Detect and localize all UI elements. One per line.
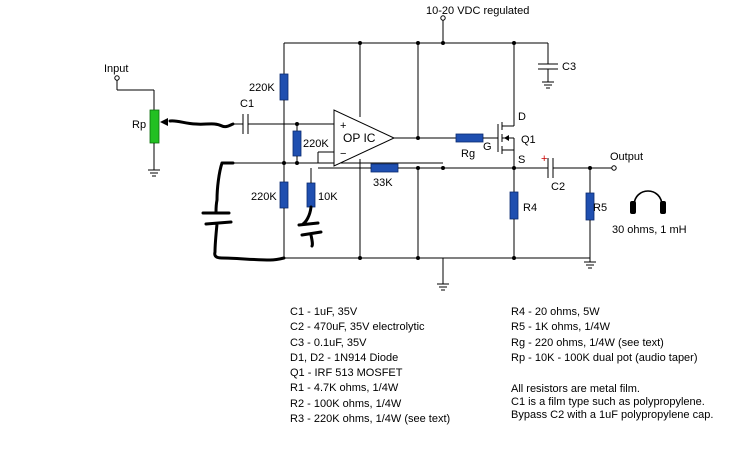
c3-capacitor bbox=[538, 43, 558, 89]
junction-dot bbox=[441, 41, 445, 45]
q1-mosfet bbox=[497, 43, 515, 192]
rp-label: Rp bbox=[132, 119, 146, 131]
r5-ground bbox=[584, 220, 596, 269]
rp-potentiometer bbox=[149, 109, 160, 144]
parts-list-item: C3 - 0.1uF, 35V bbox=[290, 336, 367, 349]
c3-label: C3 bbox=[562, 61, 576, 73]
r4-resistor bbox=[509, 191, 519, 220]
op-plus-label: + bbox=[340, 120, 346, 132]
output-terminal bbox=[611, 165, 617, 171]
note-line: C1 is a film type such as polypropylene. bbox=[511, 396, 705, 408]
parts-list-item: Rp - 10K - 100K dual pot (audio taper) bbox=[511, 351, 698, 364]
c2-label: C2 bbox=[551, 181, 565, 193]
supply-terminal bbox=[440, 15, 446, 43]
r-33k-resistor bbox=[370, 163, 399, 173]
hand-drawn-capacitor bbox=[201, 161, 286, 262]
r-10k-resistor bbox=[306, 182, 316, 208]
junction-dot bbox=[358, 256, 362, 260]
r-bias-bot-resistor bbox=[279, 181, 289, 209]
q1-label: Q1 bbox=[521, 134, 536, 146]
headphones-icon bbox=[630, 190, 666, 214]
c1-capacitor bbox=[233, 114, 334, 134]
hand-drawn-wire bbox=[168, 119, 235, 129]
parts-list-item: R3 - 220K ohms, 1/4W (see text) bbox=[290, 413, 451, 426]
parts-list-item: Q1 - IRF 513 MOSFET bbox=[290, 367, 403, 380]
parts-list-right: R4 - 20 ohms, 5W R5 - 1K ohms, 1/4W Rg -… bbox=[511, 305, 698, 366]
r-bias-bot-label: 220K bbox=[251, 191, 277, 203]
ground-symbol bbox=[437, 258, 449, 291]
note-line: All resistors are metal film. bbox=[511, 383, 640, 395]
parts-list-item: R4 - 20 ohms, 5W bbox=[511, 306, 600, 318]
r-bias-top-resistor bbox=[279, 73, 289, 101]
rg-label: Rg bbox=[461, 148, 475, 160]
parts-list-left: C1 - 1uF, 35V C2 - 470uF, 35V electrolyt… bbox=[290, 305, 450, 427]
parts-list-item: D1, D2 - 1N914 Diode bbox=[290, 351, 399, 364]
parts-list-item: R1 - 4.7K ohms, 1/4W bbox=[290, 382, 399, 395]
parts-list-item: R2 - 100K ohms, 1/4W bbox=[290, 397, 402, 410]
hand-drawn-capacitor bbox=[297, 205, 323, 248]
load-label: 30 ohms, 1 mH bbox=[612, 224, 687, 236]
notes-block: All resistors are metal film. C1 is a fi… bbox=[511, 383, 713, 422]
c2-capacitor bbox=[547, 158, 612, 178]
parts-list-item: C2 - 470uF, 35V electrolytic bbox=[290, 321, 425, 334]
r4-label: R4 bbox=[523, 202, 537, 214]
c1-label: C1 bbox=[240, 98, 254, 110]
r5-label: R5 bbox=[593, 202, 607, 214]
gate-label: G bbox=[483, 141, 492, 153]
input-label: Input bbox=[104, 63, 128, 75]
r-33k-label: 33K bbox=[373, 177, 393, 189]
r-feed-label: 220K bbox=[303, 138, 329, 150]
junction-dot bbox=[441, 166, 445, 170]
op-ic-label: OP IC bbox=[343, 131, 376, 145]
r-10k-label: 10K bbox=[318, 191, 338, 203]
drain-label: D bbox=[518, 111, 526, 123]
supply-label: 10-20 VDC regulated bbox=[426, 5, 529, 17]
rg-resistor bbox=[455, 133, 484, 143]
c2-polarity-mark: + bbox=[541, 153, 547, 165]
output-label: Output bbox=[610, 151, 643, 163]
rp-ground bbox=[148, 143, 160, 177]
parts-list-item: Rg - 220 ohms, 1/4W (see text) bbox=[511, 336, 664, 349]
input-terminal bbox=[114, 75, 155, 110]
parts-list-item: C1 - 1uF, 35V bbox=[290, 306, 358, 318]
r-feed-resistor bbox=[292, 130, 302, 157]
op-minus-label: − bbox=[340, 148, 346, 160]
op-amp bbox=[317, 43, 456, 258]
source-label: S bbox=[518, 154, 525, 166]
r-bias-top-label: 220K bbox=[249, 82, 275, 94]
note-line: Bypass C2 with a 1uF polypropylene cap. bbox=[511, 409, 714, 421]
rp-wiper-arrow bbox=[160, 118, 168, 126]
parts-list-item: R5 - 1K ohms, 1/4W bbox=[511, 321, 611, 334]
